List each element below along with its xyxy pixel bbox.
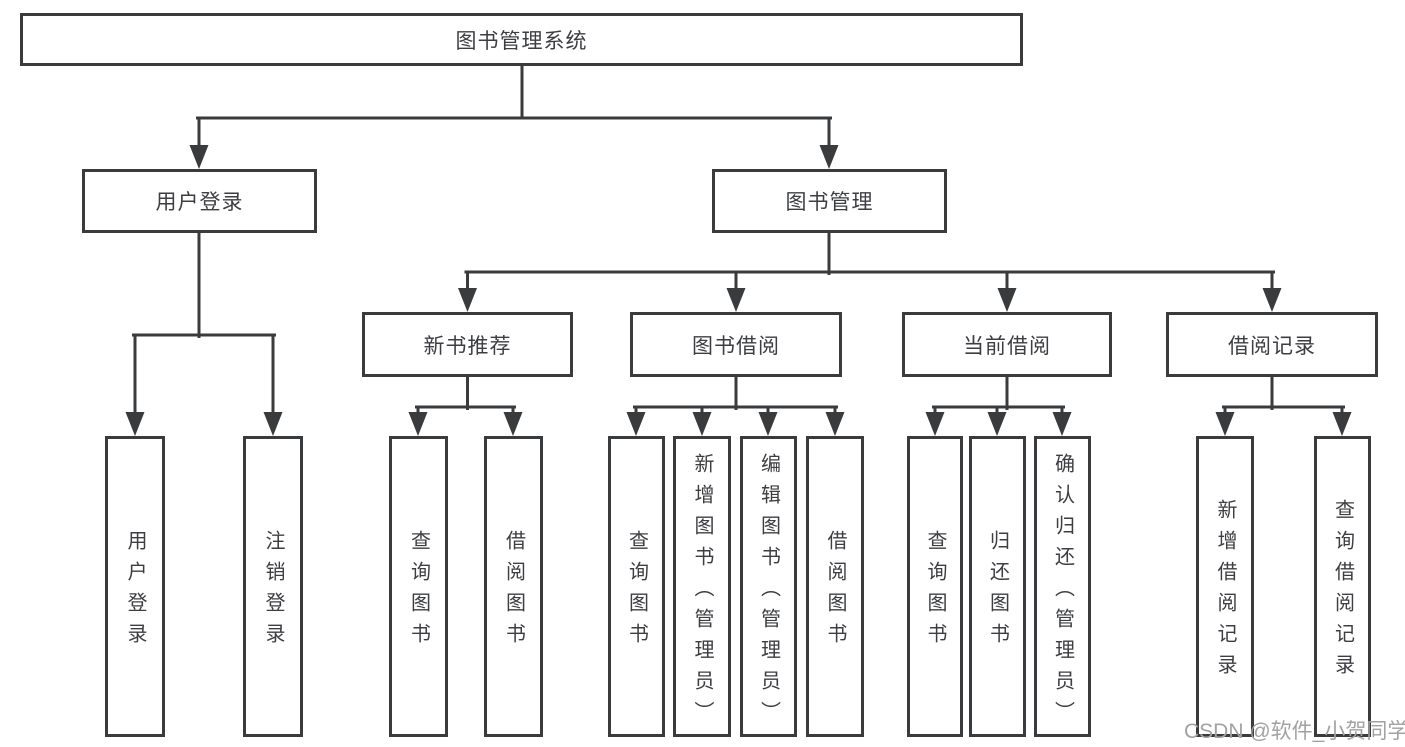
leaf-newbooks-borrow-books: 借阅图书 xyxy=(484,436,543,737)
node-root-system-label: 图书管理系统 xyxy=(455,29,588,53)
leaf-user-login: 用户登录 xyxy=(105,436,165,737)
node-book-management-label: 图书管理 xyxy=(785,191,874,214)
leaf-user-login-label: 用户登录 xyxy=(124,530,146,654)
node-borrow-records-label: 借阅记录 xyxy=(1228,334,1316,358)
node-user-login-label: 用户登录 xyxy=(155,191,244,214)
leaf-borrow-query-books: 查询图书 xyxy=(608,436,665,737)
node-current-borrow-label: 当前借阅 xyxy=(963,334,1051,358)
leaf-borrow-query-books-label: 查询图书 xyxy=(625,530,648,654)
leaf-records-query-record: 查询借阅记录 xyxy=(1314,436,1371,737)
leaf-borrow-borrow-books: 借阅图书 xyxy=(806,436,864,737)
leaf-records-query-record-label: 查询借阅记录 xyxy=(1331,499,1354,685)
leaf-logout-label: 注销登录 xyxy=(262,530,284,654)
leaf-records-add-record-label: 新增借阅记录 xyxy=(1214,499,1236,685)
node-new-book-recommend: 新书推荐 xyxy=(362,312,573,377)
leaf-borrow-edit-books-admin: 编辑图书（管理员） xyxy=(740,436,797,737)
leaf-records-add-record: 新增借阅记录 xyxy=(1196,436,1254,737)
arrowheads xyxy=(125,145,1352,436)
leaf-borrow-add-books-admin: 新增图书（管理员） xyxy=(673,436,731,737)
node-user-login: 用户登录 xyxy=(82,169,317,233)
leaf-borrow-borrow-books-label: 借阅图书 xyxy=(824,530,846,654)
node-book-management: 图书管理 xyxy=(712,169,947,233)
leaf-borrow-edit-books-admin-label: 编辑图书（管理员） xyxy=(757,452,780,732)
leaf-current-confirm-return-admin-label: 确认归还（管理员） xyxy=(1051,452,1074,732)
node-book-borrow-label: 图书借阅 xyxy=(692,334,780,358)
node-new-book-recommend-label: 新书推荐 xyxy=(423,334,512,358)
node-book-borrow: 图书借阅 xyxy=(630,312,842,377)
leaf-newbooks-query-books-label: 查询图书 xyxy=(407,530,430,654)
node-current-borrow: 当前借阅 xyxy=(902,312,1112,377)
csdn-watermark: CSDN @软件_小贺同学 xyxy=(1184,720,1405,743)
leaf-current-return-books: 归还图书 xyxy=(969,436,1026,737)
leaf-logout: 注销登录 xyxy=(243,436,303,737)
leaf-newbooks-query-books: 查询图书 xyxy=(389,436,448,737)
connector-spines xyxy=(132,64,1345,418)
leaf-current-confirm-return-admin: 确认归还（管理员） xyxy=(1034,436,1091,737)
node-borrow-records: 借阅记录 xyxy=(1166,312,1378,377)
leaf-current-query-books: 查询图书 xyxy=(907,436,963,737)
leaf-current-query-books-label: 查询图书 xyxy=(924,530,946,654)
leaf-borrow-add-books-admin-label: 新增图书（管理员） xyxy=(691,452,713,732)
leaf-current-return-books-label: 归还图书 xyxy=(986,530,1009,654)
node-root-system: 图书管理系统 xyxy=(20,13,1023,66)
leaf-newbooks-borrow-books-label: 借阅图书 xyxy=(502,530,525,654)
